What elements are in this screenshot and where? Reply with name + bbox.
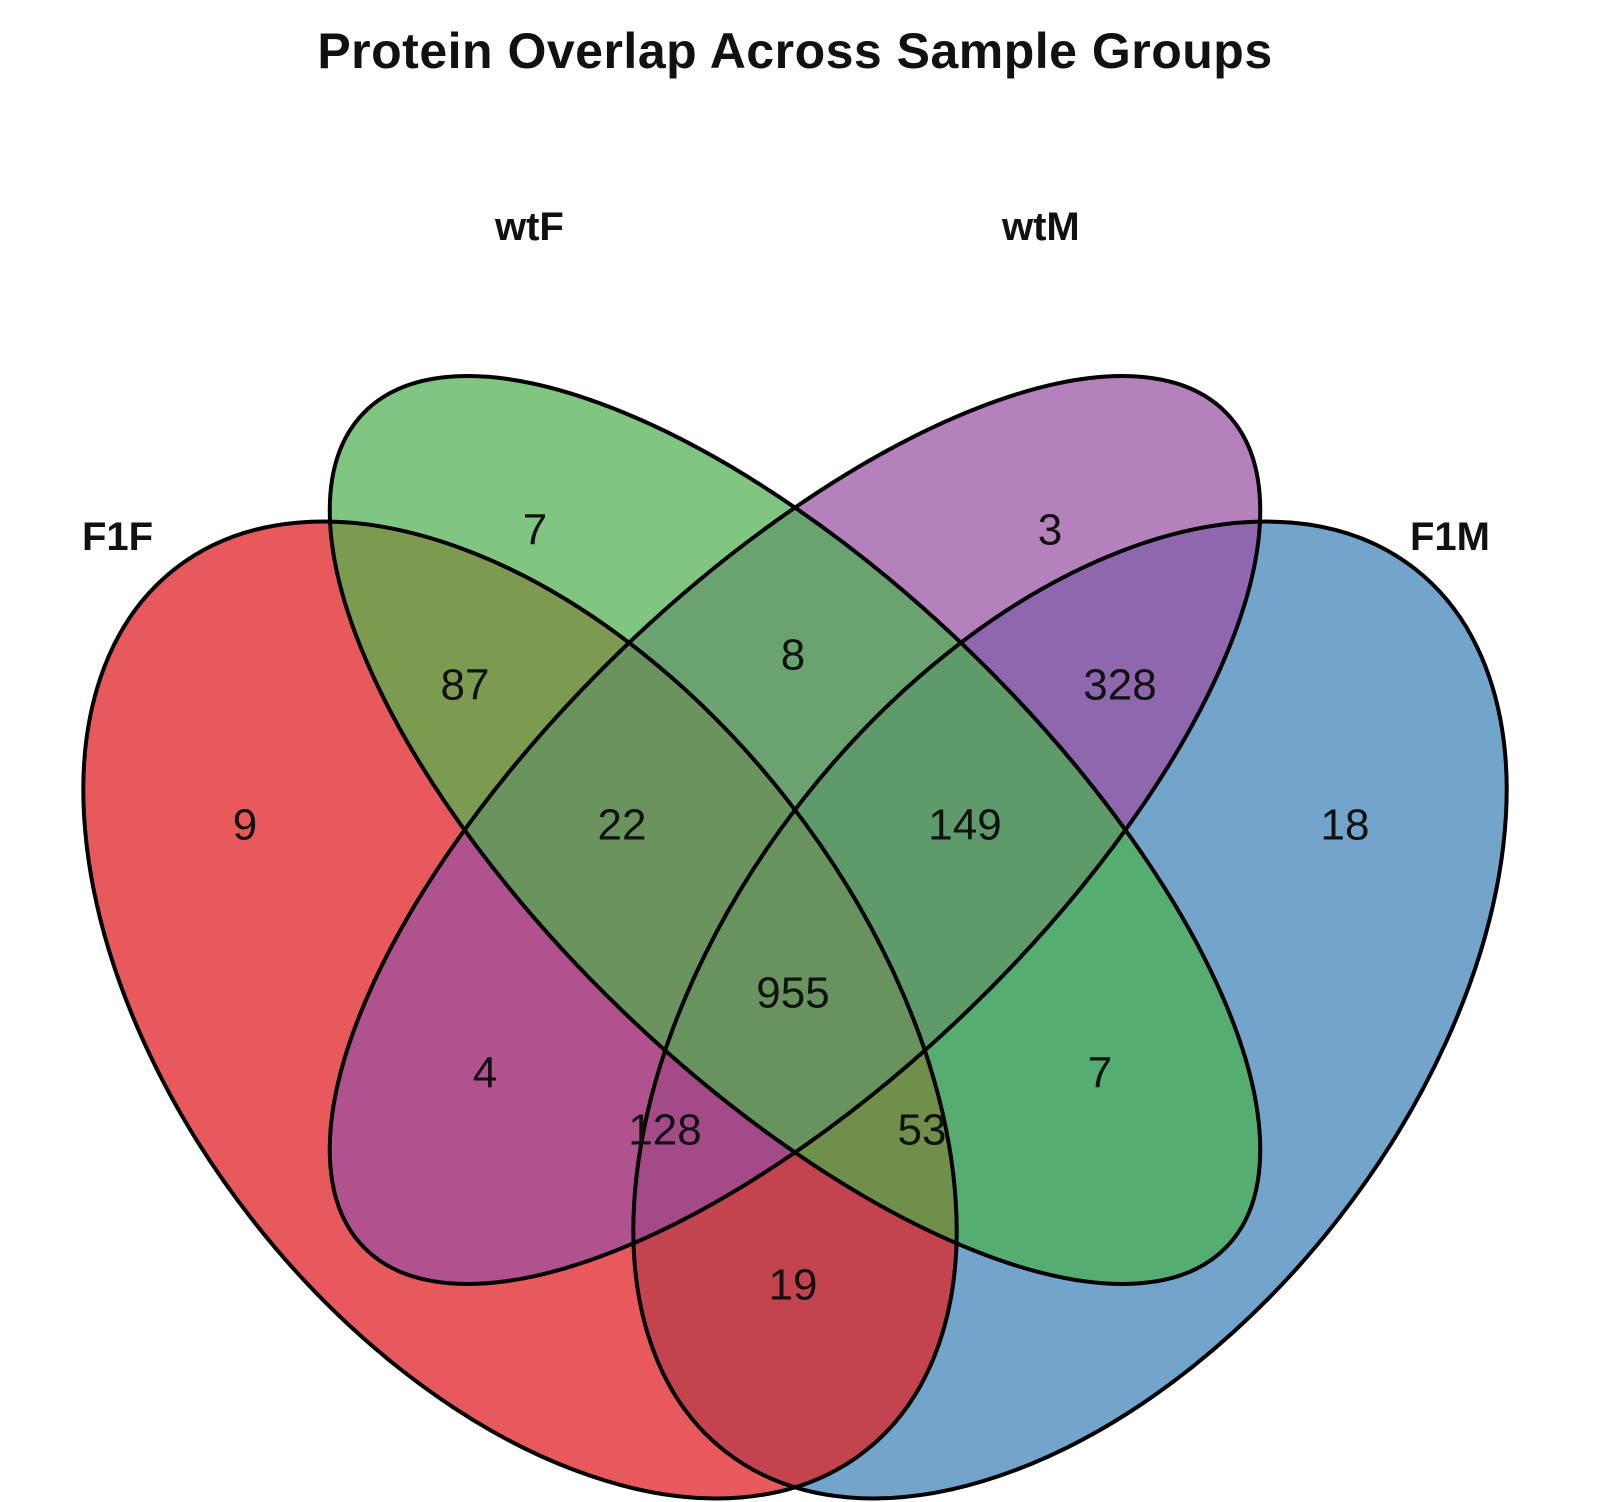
count-f1f-wtf-wtm: 22 [598, 801, 647, 850]
count-f1f-only: 9 [233, 801, 257, 850]
count-wtf-wtm-f1m: 149 [928, 801, 1001, 850]
set-label-f1m: F1M [1410, 515, 1490, 559]
count-wtm-f1m: 328 [1083, 661, 1156, 710]
set-label-f1f: F1F [82, 515, 153, 559]
set-fills [0, 233, 1617, 1502]
count-wtf-only: 7 [523, 506, 547, 555]
count-wtf-wtm: 8 [781, 631, 805, 680]
chart-title: Protein Overlap Across Sample Groups [317, 23, 1273, 79]
count-f1f-wtm: 4 [473, 1049, 497, 1098]
set-label-wtf: wtF [494, 205, 564, 249]
count-f1f-f1m: 19 [769, 1261, 818, 1310]
set-label-wtm: wtM [1001, 205, 1080, 249]
count-f1m-only: 18 [1321, 801, 1370, 850]
count-f1f-wtf-f1m: 53 [898, 1106, 947, 1155]
count-all: 955 [756, 969, 829, 1018]
count-f1f-wtm-f1m: 128 [628, 1106, 701, 1155]
count-f1f-wtf: 87 [441, 661, 490, 710]
count-wtm-only: 3 [1038, 506, 1062, 555]
count-wtf-f1m: 7 [1088, 1049, 1112, 1098]
